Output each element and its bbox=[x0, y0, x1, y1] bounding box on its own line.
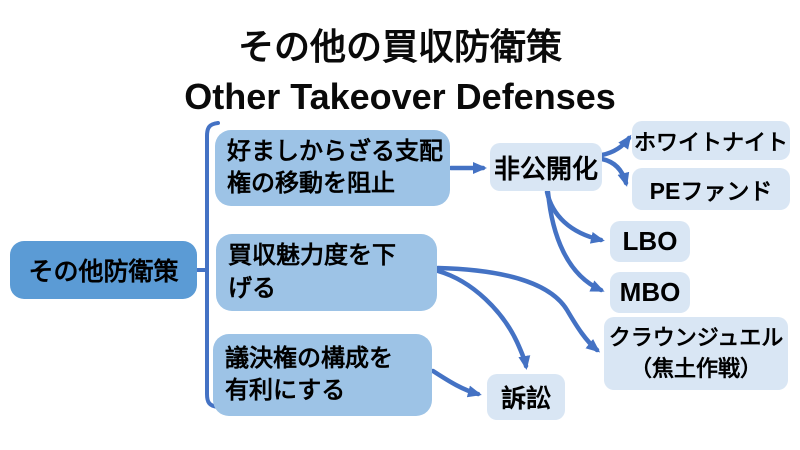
node-branch-favorable-voting-structure: 議決権の構成を 有利にする bbox=[213, 334, 432, 416]
node-other-defenses-root: その他防衛策 bbox=[10, 241, 197, 299]
node-branch-prevent-control-transfer: 好ましからざる支配 権の移動を阻止 bbox=[215, 130, 450, 206]
node-mbo-label: MBO bbox=[619, 277, 681, 307]
branches-bracket bbox=[205, 121, 220, 409]
arrow-going-private-to-mbo bbox=[545, 189, 605, 293]
arrow-reduce-to-crown-jewel bbox=[435, 265, 601, 353]
node-crown-jewel-label-line1: クラウンジュエル bbox=[608, 324, 784, 350]
arrow-voting-to-lawsuit bbox=[430, 368, 482, 398]
node-lawsuit-label: 訴訟 bbox=[500, 385, 551, 413]
node-crown-jewel: クラウンジュエル （焦土作戦） bbox=[604, 317, 788, 390]
node-other-defenses-root-label: その他防衛策 bbox=[28, 258, 179, 286]
arrow-going-private-to-white-knight bbox=[599, 134, 632, 158]
node-branch-favorable-voting-structure-label: 議決権の構成を 有利にする bbox=[225, 344, 393, 404]
node-pe-fund-label: PEファンド bbox=[649, 178, 773, 204]
arrow-going-private-to-pe-fund bbox=[599, 156, 630, 187]
node-lbo: LBO bbox=[610, 221, 690, 262]
arrow-reduce-to-lawsuit bbox=[435, 268, 531, 370]
node-crown-jewel-label-line2: （焦土作戦） bbox=[629, 355, 762, 381]
node-going-private-label: 非公開化 bbox=[493, 153, 598, 184]
page-title-english: Other Takeover Defenses bbox=[184, 75, 616, 117]
page-title-japanese: その他の買収防衛策 bbox=[237, 26, 562, 67]
node-lawsuit: 訴訟 bbox=[487, 374, 565, 420]
node-going-private: 非公開化 bbox=[490, 143, 602, 191]
node-lbo-label: LBO bbox=[622, 226, 678, 256]
node-pe-fund: PEファンド bbox=[632, 168, 790, 210]
node-white-knight-label: ホワイトナイト bbox=[633, 129, 788, 155]
node-branch-reduce-attractiveness-label: 買収魅力度を下 げる bbox=[228, 242, 396, 302]
node-white-knight: ホワイトナイト bbox=[632, 121, 790, 160]
node-mbo: MBO bbox=[610, 272, 690, 313]
page-title: その他の買収防衛策 Other Takeover Defenses bbox=[0, 22, 800, 121]
node-branch-reduce-attractiveness: 買収魅力度を下 げる bbox=[216, 234, 437, 311]
node-branch-prevent-control-transfer-label: 好ましからざる支配 権の移動を阻止 bbox=[227, 137, 443, 197]
